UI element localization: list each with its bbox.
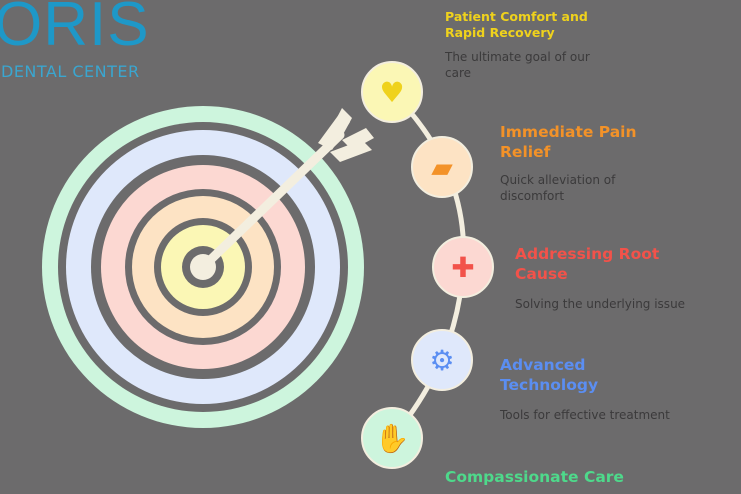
step-node-2: ▰ <box>411 136 473 198</box>
step-title-3: Addressing Root Cause <box>515 245 660 284</box>
step-title-4: Advanced Technology <box>500 356 599 395</box>
step-desc-1: The ultimate goal of our care <box>445 50 590 81</box>
medical-search-icon: ✚ <box>451 251 474 284</box>
step-desc-2: Quick alleviation of discomfort <box>500 173 616 204</box>
node-circle <box>361 61 423 123</box>
step-node-3: ✚ <box>432 236 494 298</box>
step-desc-4: Tools for effective treatment <box>500 408 670 422</box>
step-title-2: Immediate Pain Relief <box>500 123 637 162</box>
step-node-1: ♥ <box>361 61 423 123</box>
node-circle <box>361 407 423 469</box>
step-node-5: ✋ <box>361 407 423 469</box>
node-circle <box>432 236 494 298</box>
step-title-1: Patient Comfort and Rapid Recovery <box>445 9 588 41</box>
arrow-icon <box>198 108 374 272</box>
handshake-icon: ✋ <box>375 422 410 455</box>
bandage-icon: ▰ <box>431 151 453 184</box>
step-desc-3: Solving the underlying issue <box>515 297 686 311</box>
gear-icon: ⚙ <box>429 344 454 377</box>
patient-heart-icon: ♥ <box>379 76 404 109</box>
logo-name: ORIS <box>0 0 150 59</box>
node-circle <box>411 329 473 391</box>
logo-subtitle: DENTAL CENTER <box>1 62 140 81</box>
step-title-5: Compassionate Care <box>445 468 624 486</box>
step-node-4: ⚙ <box>411 329 473 391</box>
node-circle <box>411 136 473 198</box>
